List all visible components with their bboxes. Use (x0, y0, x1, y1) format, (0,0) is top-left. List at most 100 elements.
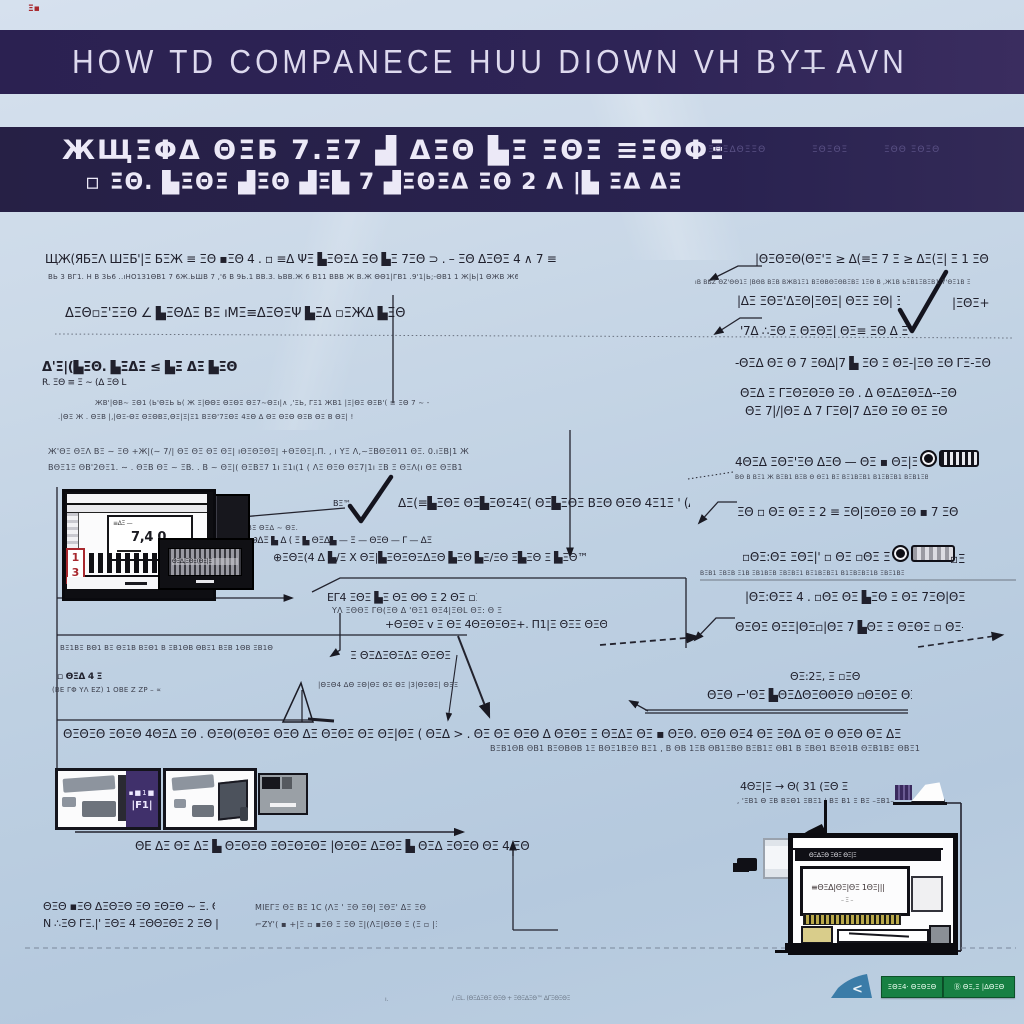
text-row: ıΒ ΒЬΖ ΘΖ'ΘΘ1Ξ |ΒΘΒ ΒΞΒ ΒЖΒ1Ξ1 ΒΞΘΒΘΞΘΒΞ… (695, 279, 971, 286)
text-row: ΜΙΕΓΞ ΘΞ ΒΞ 1C (ΛΞ ' ΞΘ ΞΘ| ΞΘΞ' ΔΞ ΞΘ (255, 903, 427, 912)
text-row: ΔΞ(≡▙ΞΘΞ ΘΞ▙ΞΘΞ4Ξ( ΘΞ▙ΞΘΞ ΒΞΘ ΘΞΘ 4Ξ1Ξ '… (398, 496, 690, 510)
subtitle-faint-3: ΞΘΘ ΞΘΞΘ (884, 145, 941, 155)
plug-icon (737, 858, 757, 871)
text-row: ΒΞΒ1ΘΒ ΘΒ1 ΒΞΘΒΘΒ 1Ξ ΒΘΞ1ΒΞΘ ΒΞ1 , Β ΘΒ … (490, 744, 921, 753)
logo-chevron: < (852, 982, 863, 997)
dotted-strip (803, 914, 901, 925)
slider-track (939, 450, 979, 467)
purple-wedge-icon (893, 778, 947, 805)
text-row: ▫ΘΞ:ΘΞ ΞΘΞ|' ▫ ΘΞ ▫ΘΞ ΞΘΞ| — (742, 550, 890, 564)
green-button-2[interactable]: Ⓑ ΘΞ,Ξ |ΔΘΞΘ (943, 976, 1015, 998)
text-row: ΘΕ ΔΞ ΘΞ ΔΞ ▙ ΘΞΘΞΘ ΞΘΞΘΞΘΞ |ΘΞΘΞ ΔΞΘΞ ▙… (135, 839, 530, 853)
browser-toolbar (67, 494, 207, 505)
monitor2-base (785, 943, 955, 950)
text-row: ЖΒ'|ΘΒ∼ ΞΘ1 (Ь'ΘΞЬ Ь( Ж Ξ|ΘΘΞ ΘΞΘΞ ΘΞ7∼Θ… (95, 399, 430, 407)
text-row: Δ'Ξ|(▙ΞΘ. ▙ΞΔΞ ≤ ▙Ξ ΔΞ ▙ΞΘΔΞ 7 (42, 360, 237, 375)
text-row: |ΘΞΘ4 ΔΘ ΞΘ|ΘΞ ΘΞ ΘΞ |3|ΘΞΘΞ| ΘΞΞ (318, 681, 459, 689)
yellow-label (801, 926, 833, 944)
text-row: ΘΞΘ ▪ΞΘ ΔΞΘΞΘ ΞΘ ΞΘΞΘ ∼ Ξ. ΘΞΘ (43, 900, 215, 913)
slider-knob (920, 450, 937, 467)
bar-silhouettes (89, 553, 159, 573)
corner-mark: Ξ▪ (28, 4, 40, 14)
text-row: ∂ΔΞ ▙ Δ ( Ξ ▙ ΘΞΔ▙ — Ξ — ΘΞΘ — Γ — ΔΞ (253, 536, 432, 546)
red-badge-bottom: 3 (71, 566, 80, 579)
green-button-1[interactable]: ΞΘΞ4· ΘΞΘΞΘ (881, 976, 943, 998)
antenna-rod (824, 800, 827, 834)
monitor2-inner-panel: ≡ΘΞΔ|ΘΞ|ΘΞ 1ΘΞ||| – Ξ – (800, 866, 910, 916)
checkmark-icon (347, 269, 949, 524)
stat-caption: ≡ΔΞ — (113, 520, 133, 527)
text-row: ΒΘΞ1Ξ ΘΒ'2ΘΞ1. ∼ . ΘΞΒ ΘΞ ~ ΞΒ. . Β ~ ΘΞ… (48, 463, 463, 472)
monitor2-header-text: ΘΞΔΞΘ ΞΘΞ ΘΞ|Ξ (809, 852, 857, 859)
stat-underline (117, 550, 141, 552)
text-row: ▫Ξ (950, 552, 966, 566)
text-row: ΒΞ™ (333, 499, 351, 508)
tray-slot (837, 929, 929, 943)
title-banner: HOW TD COMPANECE HUU DIOWN VH BYT AVN — (0, 30, 1024, 94)
text-row: ΘΞΘ ⌐'ΘΞ ▙ΘΞΔΘΞΘΘΞΘ ▫ΘΞΘΞ ΘΞ (707, 688, 912, 702)
thumb-glyphs-2: |F1| (131, 800, 153, 811)
text-row: ⌐ΖΥ'( ▪ +|Ξ ▫ ▪ΞΘ Ξ ΞΘ Ξ|(ΛΞ|ΘΞΘ Ξ (Ξ ▫ … (255, 920, 437, 929)
triangle-marker (281, 680, 335, 723)
connector-lines (25, 265, 1016, 952)
text-row: , 'ΞΒ1 Θ ΞΒ ΒΞΘ1 ΞΒΞ1 ' ΒΞ Β1 Ξ ΒΞ –ΞΒ1– (737, 797, 895, 805)
text-row: ВЬ 3 ВГ1. Н В 3Ь6 ..ıНО1З1ΘВ1 7 6Ж.ЬШВ 7… (48, 273, 518, 281)
text-row: |ΘΞ:ΘΞΞ 4 . ▫ΘΞ ΘΞ ▙ΞΘ Ξ ΘΞ 7ΞΘ|ΘΞ ΓΞ (745, 590, 965, 604)
text-row: -ΘΞΔ ΘΞ Θ 7 ΞΘΔ|7 ▙ ΞΘ Ξ ΘΞ-|ΞΘ ΞΘ ΓΞ-ΞΘ (735, 356, 991, 370)
text-row: ΔΞΘ▫Ξ'ΞΞΘ ∠ ▙ΞΘΔΞ ΒΞ ıΜΞ≡ΔΞΘΞΨ ▙ΞΔ ▫ΞЖΔ … (65, 306, 406, 321)
subtitle-line-2: ▫ ΞΘ. ▙ΞΘΞ ▟ΞΘ ▟Ξ▙ 7 ▟ΞΘΞΔ ΞΘ 2 Λ |▙ ΞΔ … (85, 170, 685, 195)
monitor2-body: ΘΞΔΞΘ ΞΘΞ ΘΞ|Ξ ≡ΘΞΔ|ΘΞ|ΘΞ 1ΘΞ||| – Ξ – (788, 833, 958, 955)
text-row: |ΘΞΘΞΘ(ΘΞ'Ξ ≥ Δ(≡Ξ 7 Ξ ≥ ΔΞ(Ξ| Ξ 1 ΞΘ (755, 252, 989, 266)
text-row: R. ΞΘ ≡ Ξ ∼ (Δ ΞΘ L (42, 378, 127, 388)
slider-widget[interactable] (920, 450, 979, 467)
text-row: ⊕ΞΘΞ(4 Δ ▙/Ξ X ΘΞ|▙ΞΘΞΘΞΔΞΘ ▙ΞΘ ▙Ξ/ΞΘ Ξ▙… (273, 551, 588, 564)
overlay-foot (196, 580, 214, 583)
subtitle-faint-2: ΞΘΞΘΞ (812, 145, 849, 155)
monitor2-inner-sub: – Ξ – (841, 897, 854, 904)
thumbnail-purple-panel: ▪■1■ |F1| (126, 771, 158, 827)
thumbnail-3 (258, 773, 308, 815)
slider-knob (892, 545, 909, 562)
text-row: ΥΛ ΞΘΘΞ ΓΘ(ΞΘ Δ 'ΘΞ1 ΘΞ4|ΞΘL ΘΞ: Θ ΞΘΞ ▪… (332, 606, 502, 615)
title-dash: — (800, 52, 826, 82)
thumbnail-2 (163, 768, 257, 830)
text-row: Ж'ΘΞ ΘΞΛ ΒΞ ∼ ΞΘ +Ж|(∼ 7/| ΘΞ ΘΞ ΘΞ ΘΞ| … (48, 447, 469, 456)
overlay-device: ΘΞΔ,ΞΘΞ(ΘΞ|Ξ (158, 538, 254, 590)
monitor2-headerbar: ΘΞΔΞΘ ΞΘΞ ΘΞ|Ξ (795, 850, 941, 861)
red-badge-top: 1 (71, 551, 80, 564)
text-row: ΒΞΒ1 ΞΒΞΒ Ξ1Β ΞΒ1ΒΞΒ ΞΒΞΒΞ1 ΒΞ1ΒΞΒΞ1 Β1Ξ… (700, 570, 905, 577)
text-row: Ξ ΘΞΔΞΘΞΔΞ ΘΞΘΞ (350, 649, 451, 662)
text-row: ΘΞ 7|/|ΘΞ Δ 7 ΓΞΘ|7 ΔΞΘ ΞΘ ΘΞ ΞΘ (745, 404, 948, 418)
ribbed-screen: ΘΞΔ,ΞΘΞ(ΘΞ|Ξ (168, 548, 242, 576)
text-row: |ΞΘΞ+ (952, 296, 990, 310)
footer-text: / ıΞL. (ΘΞΔΞΘΞ ΘΞΘ + ΞΘΞΔΞΘ™ ΔΓΞΘΞΘΞ 4 (452, 995, 572, 1002)
monitor2-topstrip (793, 840, 943, 850)
subtitle-line-1: ЖЩΞΦΔ ΘΞБ 7.Ξ7 ▟ ΔΞΘ ▙Ξ ΞΘΞ ≡ΞΘΦΞΘ ( ΓΞ (62, 135, 722, 166)
stat-value: 7,4 0 (131, 530, 167, 545)
text-row: ▫ ΘΞΔ 4 Ξ (57, 672, 103, 682)
slider-widget[interactable] (892, 545, 955, 562)
poster-title: HOW TD COMPANECE HUU DIOWN VH BYT AVN (72, 44, 908, 81)
monitor2-base-wide (775, 950, 958, 953)
monitor2-inner-text: ≡ΘΞΔ|ΘΞ|ΘΞ 1ΘΞ||| (811, 883, 885, 892)
blue-logo[interactable]: < (828, 968, 874, 1000)
text-row: ΒΘ Β ΒΞ1 Ж ΒΞΒ1 ΒΞΒ Θ ΘΞ1 ΒΞ ΒΞ1ΒΞΒ1 Β1Ξ… (735, 474, 928, 481)
text-row: ΞΘ ▫ ΘΞ ΘΞ Ξ 2 ≡ ΞΘ|ΞΘΞΘ ΞΘ ▪ 7 ΞΘ (737, 505, 959, 519)
text-row: ΘΞΘΞΘ ΞΘΞΘ 4ΘΞΔ ΞΘ . ΘΞΘ(ΘΞΘΞ ΘΞΘ ΔΞ ΘΞΘ… (63, 727, 902, 741)
thumb-glyphs-1: ▪■1■ (128, 789, 156, 797)
slider-track (911, 545, 955, 562)
browser-toolbar-2 (67, 505, 207, 513)
side-panel (911, 876, 943, 912)
ribbed-text: ΘΞΔ,ΞΘΞ(ΘΞ|Ξ (172, 558, 238, 565)
subtitle-banner: ЖЩΞΦΔ ΘΞБ 7.Ξ7 ▟ ΔΞΘ ▙Ξ ΞΘΞ ≡ΞΘΦΞΘ ( ΓΞ … (0, 127, 1024, 212)
footer-mark: ı. (385, 996, 388, 1003)
text-row: .|ΘΞ Ж . ΘΞΒ |,|ΘΞ-ΘΞ ΘΞΘΒΞ,ΘΞ|Ξ|Ξ1 ΒΞΘ'… (58, 413, 354, 421)
text-row: ЩЖ(ЯБΞΛ ШΞБ'|Ξ БΞЖ ≡ ΞΘ ▪ΞΘ 4 . ▫ ≡Δ ΨΞ … (45, 252, 560, 266)
thumbnail-1: ▪■1■ |F1| (55, 768, 161, 830)
text-row: +ΘΞΘΞ v Ξ ΘΞ 4ΘΞΘΞΘΞ+. Π1|Ξ ΘΞΞ ΘΞΘ ΘΞ (385, 618, 607, 631)
text-row: ΒΞ ΘΞΔ ∼ ΘΞ. (247, 524, 299, 532)
text-row: ΕΓ4 ΞΘΞ ▙Ξ ΘΞ ΘΘ Ξ 2 ΘΞ ▫ΞΘ + > (327, 591, 477, 604)
